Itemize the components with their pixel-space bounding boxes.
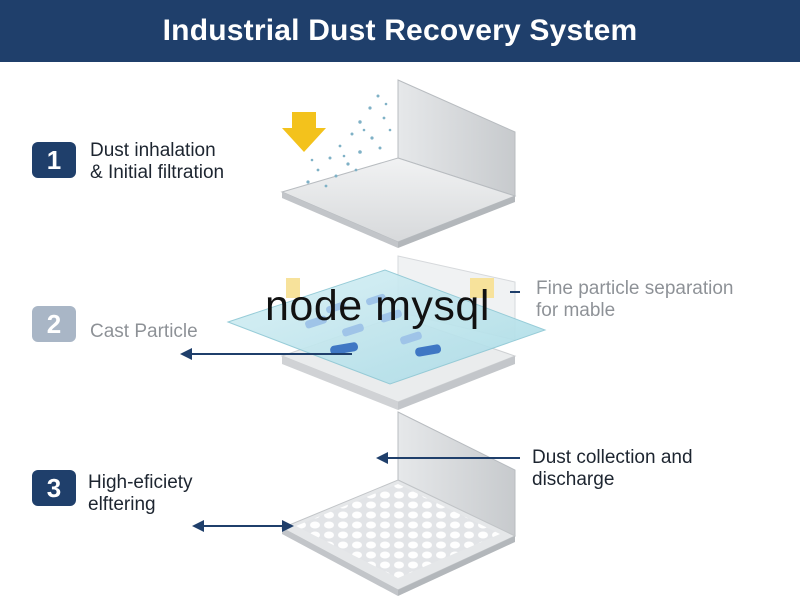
dust-particles-icon xyxy=(306,94,392,188)
stage1-chamber xyxy=(280,79,517,248)
watermark-text: node mysql xyxy=(265,282,490,330)
filter-plate-icon xyxy=(226,269,547,385)
step-3-label-right: Dust collection and discharge xyxy=(532,447,693,491)
step-3-label-left-line1: High-eficiety xyxy=(88,472,193,493)
step-1-number: 1 xyxy=(46,144,62,175)
step-2-label-right-line1: Fine particle separation xyxy=(536,278,734,299)
step-1-label: Dust inhalation & Initial filtration xyxy=(90,140,224,184)
title-bar: Industrial Dust Recovery System xyxy=(0,0,800,62)
arrow-high-efficiency xyxy=(192,520,294,532)
step-2-label-left: Cast Particle xyxy=(90,321,198,342)
step-3-label-left-line2: elftering xyxy=(88,494,156,515)
diagram-illustration xyxy=(180,79,547,596)
step-2-label-right: Fine particle separation for mable xyxy=(536,278,734,322)
step-3-badge: 3 xyxy=(32,470,76,506)
step-2-badge: 2 xyxy=(32,306,76,342)
step-3-label-right-line1: Dust collection and xyxy=(532,447,693,468)
step-3-label-left: High-eficiety elftering xyxy=(88,472,193,516)
step-2-number: 2 xyxy=(46,308,62,339)
perforated-collector-icon xyxy=(296,484,500,578)
step-2-label-right-line2: for mable xyxy=(536,300,616,321)
step-1-label-line2: & Initial filtration xyxy=(90,162,225,183)
arrow-cast-particle xyxy=(180,348,352,360)
step-3-number: 3 xyxy=(46,472,62,503)
arrow-dust-collection xyxy=(376,452,520,464)
step-1-badge: 1 xyxy=(32,142,76,178)
down-arrow-icon xyxy=(282,112,326,152)
diagram-area: 1 Dust inhalation & Initial filtration 2… xyxy=(0,62,800,600)
step-1-label-line1: Dust inhalation xyxy=(90,140,216,161)
page-title: Industrial Dust Recovery System xyxy=(162,14,638,47)
step-3-label-right-line2: discharge xyxy=(532,469,615,490)
